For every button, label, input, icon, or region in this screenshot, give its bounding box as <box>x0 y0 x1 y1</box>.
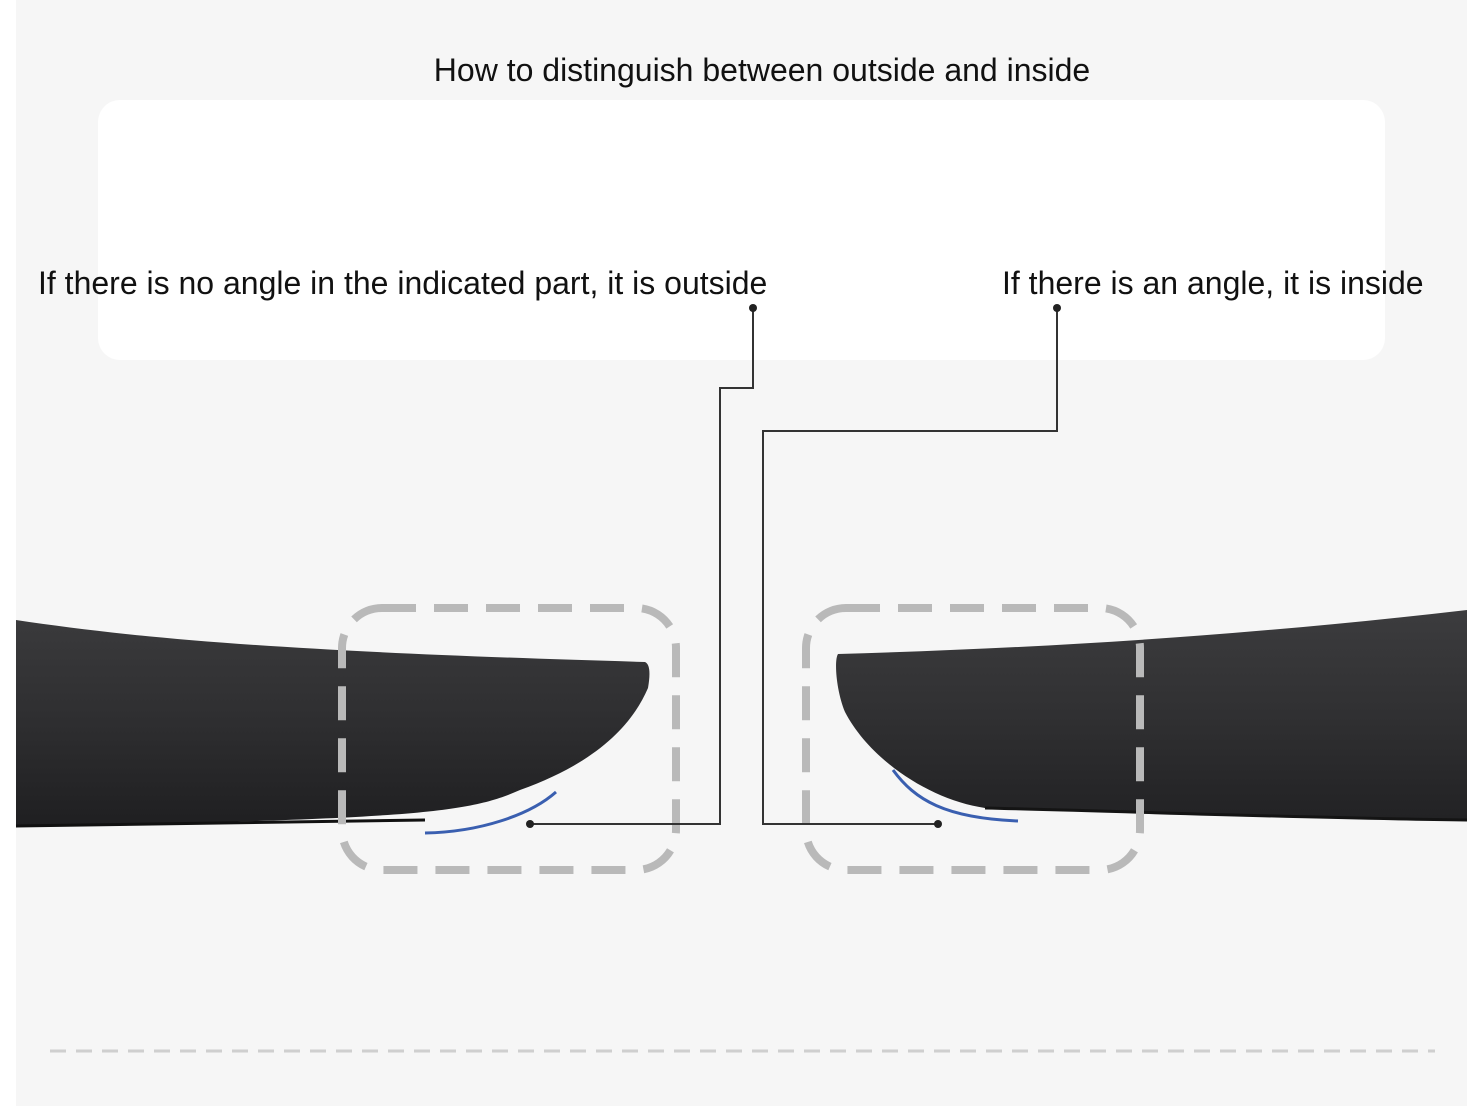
inside-callout-label: If there is an angle, it is inside <box>1002 265 1424 301</box>
left-trim-piece <box>16 620 650 826</box>
right-piece-edge <box>984 806 1467 822</box>
inside-leader-dot-top <box>1053 304 1061 312</box>
inside-edge-highlight <box>891 769 1019 823</box>
label-card <box>98 100 1385 360</box>
outside-leader-dot-bottom <box>526 820 534 828</box>
outside-leader-line <box>530 308 754 825</box>
inside-dashed-box <box>802 604 1144 874</box>
outside-callout-label: If there is no angle in the indicated pa… <box>38 265 768 301</box>
outside-edge-highlight <box>424 790 557 835</box>
diagram-title: How to distinguish between outside and i… <box>433 52 1091 88</box>
inside-leader-line <box>762 308 1058 825</box>
left-piece-edge <box>15 818 426 828</box>
right-trim-piece <box>836 610 1467 820</box>
outside-leader-dot-top <box>749 304 757 312</box>
outside-dashed-box <box>338 604 680 874</box>
inside-leader-dot-bottom <box>934 820 942 828</box>
